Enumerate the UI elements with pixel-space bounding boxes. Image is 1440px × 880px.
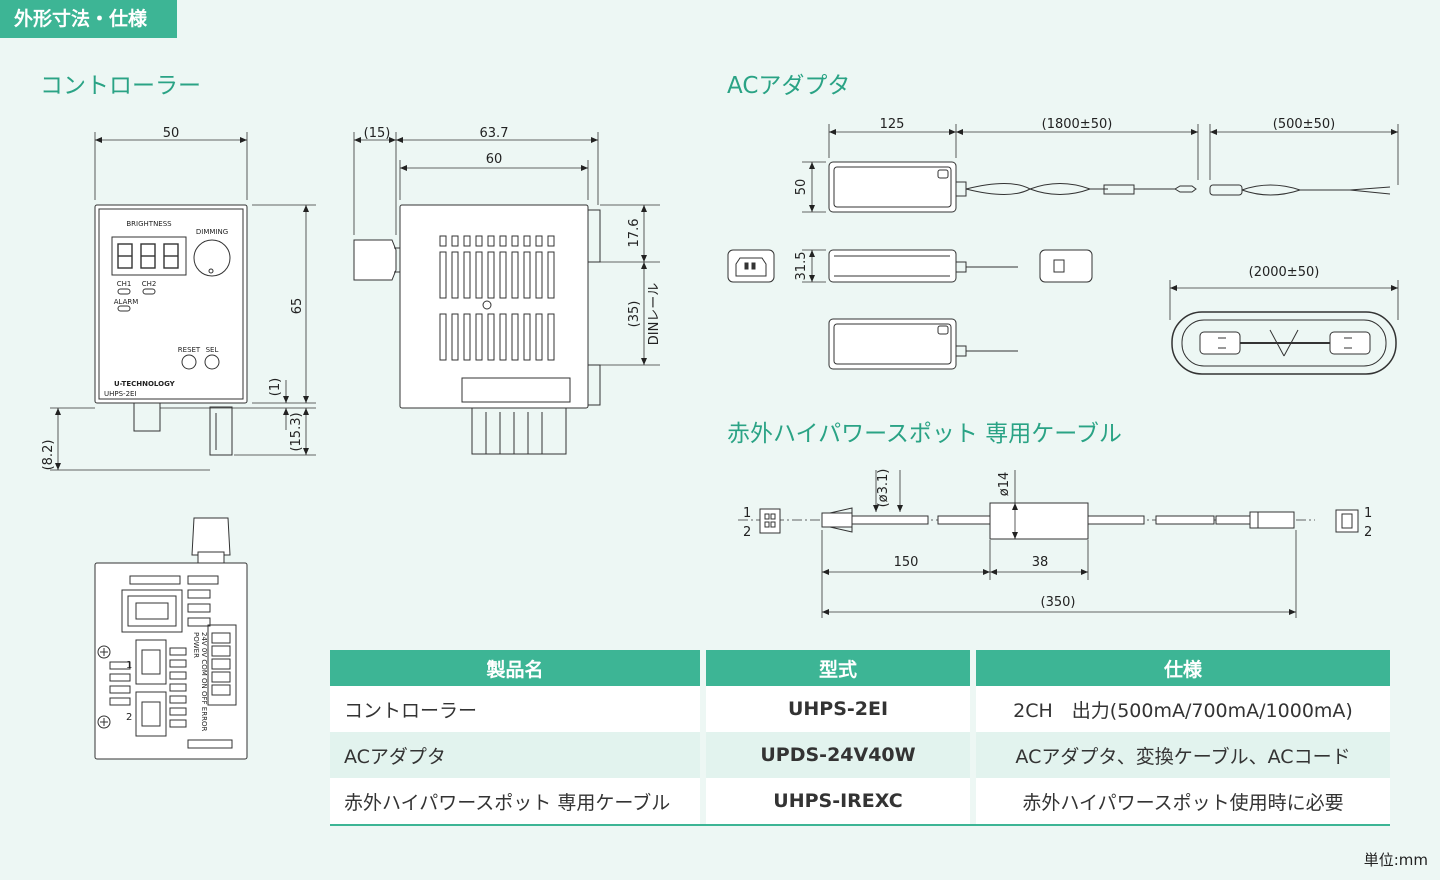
section-tag: 外形寸法・仕様: [0, 0, 177, 38]
cell-spec: ACアダプタ、変換ケーブル、ACコード: [976, 732, 1390, 778]
unit-label: 単位:mm: [1363, 851, 1428, 869]
table-header-row: 製品名 型式 仕様: [330, 650, 1390, 686]
cell-product: コントローラー: [330, 686, 706, 732]
label-alarm: ALARM: [114, 298, 139, 306]
label-reset: RESET: [178, 346, 201, 354]
cell-spec: 赤外ハイパワースポット使用時に必要: [976, 778, 1390, 824]
ac-adapter-drawing: [727, 124, 1399, 375]
table-row: 赤外ハイパワースポット 専用ケーブル UHPS-IREXC 赤外ハイパワースポッ…: [330, 778, 1390, 824]
cell-model: UHPS-IREXC: [706, 778, 976, 824]
controller-side-view: [353, 132, 660, 455]
table-row: ACアダプタ UPDS-24V40W ACアダプタ、変換ケーブル、ACコード: [330, 732, 1390, 778]
cell-product: ACアダプタ: [330, 732, 706, 778]
label-brightness: BRIGHTNESS: [126, 220, 172, 228]
dim-front-small: (1): [268, 378, 283, 396]
dim-side-rail-label: DINレール: [647, 283, 662, 346]
cell-model: UHPS-2EI: [706, 686, 976, 732]
table-row: コントローラー UHPS-2EI 2CH 出力(500mA/700mA/1000…: [330, 686, 1390, 732]
col-model: 型式: [706, 650, 976, 686]
cable-pin-left-1: 1: [743, 506, 751, 521]
label-model: UHPS-2EI: [104, 390, 137, 398]
dim-front-left: (8.2): [41, 440, 56, 471]
controller-front-view: [50, 132, 316, 471]
dim-side-body: 60: [486, 152, 503, 167]
dim-front-height: 65: [290, 298, 305, 315]
col-spec: 仕様: [976, 650, 1390, 686]
cable-pin-right-1: 1: [1364, 506, 1372, 521]
label-dimming: DIMMING: [196, 228, 228, 236]
cable-pin-left-2: 2: [743, 525, 751, 540]
dim-side-overall: 63.7: [480, 126, 509, 141]
dim-adapter-cord2: (500±50): [1273, 117, 1335, 132]
controller-bottom-view: [94, 517, 248, 760]
dim-cable-b: 38: [1032, 555, 1049, 570]
dim-side-knob: (15): [364, 126, 391, 141]
dim-cable-a: 150: [894, 555, 919, 570]
dim-cable-total: (350): [1041, 595, 1076, 610]
bottom-port-2: 2: [126, 712, 132, 723]
dim-cable-body: ø14: [997, 472, 1012, 497]
side-vent-slots: [439, 235, 555, 361]
dim-adapter-height: 50: [794, 179, 809, 196]
dim-adapter-thickness: 31.5: [794, 252, 809, 281]
cell-spec: 2CH 出力(500mA/700mA/1000mA): [976, 686, 1390, 732]
spec-table: 製品名 型式 仕様 コントローラー UHPS-2EI 2CH 出力(500mA/…: [330, 650, 1390, 826]
dim-side-rail: (35): [627, 301, 642, 328]
col-product-name: 製品名: [330, 650, 706, 686]
dim-side-top: 17.6: [627, 219, 642, 248]
heading-controller: コントローラー: [40, 73, 201, 99]
label-brand: U-TECHNOLOGY: [114, 380, 176, 388]
bottom-port-1: 1: [126, 660, 132, 671]
heading-ac-adapter: ACアダプタ: [727, 73, 851, 99]
dim-cable-wire: (ø3.1): [876, 469, 891, 508]
dim-front-width: 50: [163, 126, 180, 141]
dim-front-bottom: (15.3): [289, 412, 304, 451]
bottom-power-label: POWER: [192, 632, 200, 658]
label-sel: SEL: [206, 346, 219, 354]
label-ch2: CH2: [142, 280, 157, 288]
heading-cable: 赤外ハイパワースポット 専用ケーブル: [727, 421, 1122, 447]
dim-adapter-length: 125: [880, 117, 905, 132]
dim-adapter-cord1: (1800±50): [1042, 117, 1113, 132]
cable-pin-right-2: 2: [1364, 525, 1372, 540]
cell-product: 赤外ハイパワースポット 専用ケーブル: [330, 778, 706, 824]
label-ch1: CH1: [117, 280, 132, 288]
dim-adapter-cord3: (2000±50): [1249, 265, 1320, 280]
cell-model: UPDS-24V40W: [706, 732, 976, 778]
cable-drawing: [738, 470, 1359, 618]
bottom-terminal-labels: 24V 0V COM ON OFF ERROR: [200, 632, 208, 731]
